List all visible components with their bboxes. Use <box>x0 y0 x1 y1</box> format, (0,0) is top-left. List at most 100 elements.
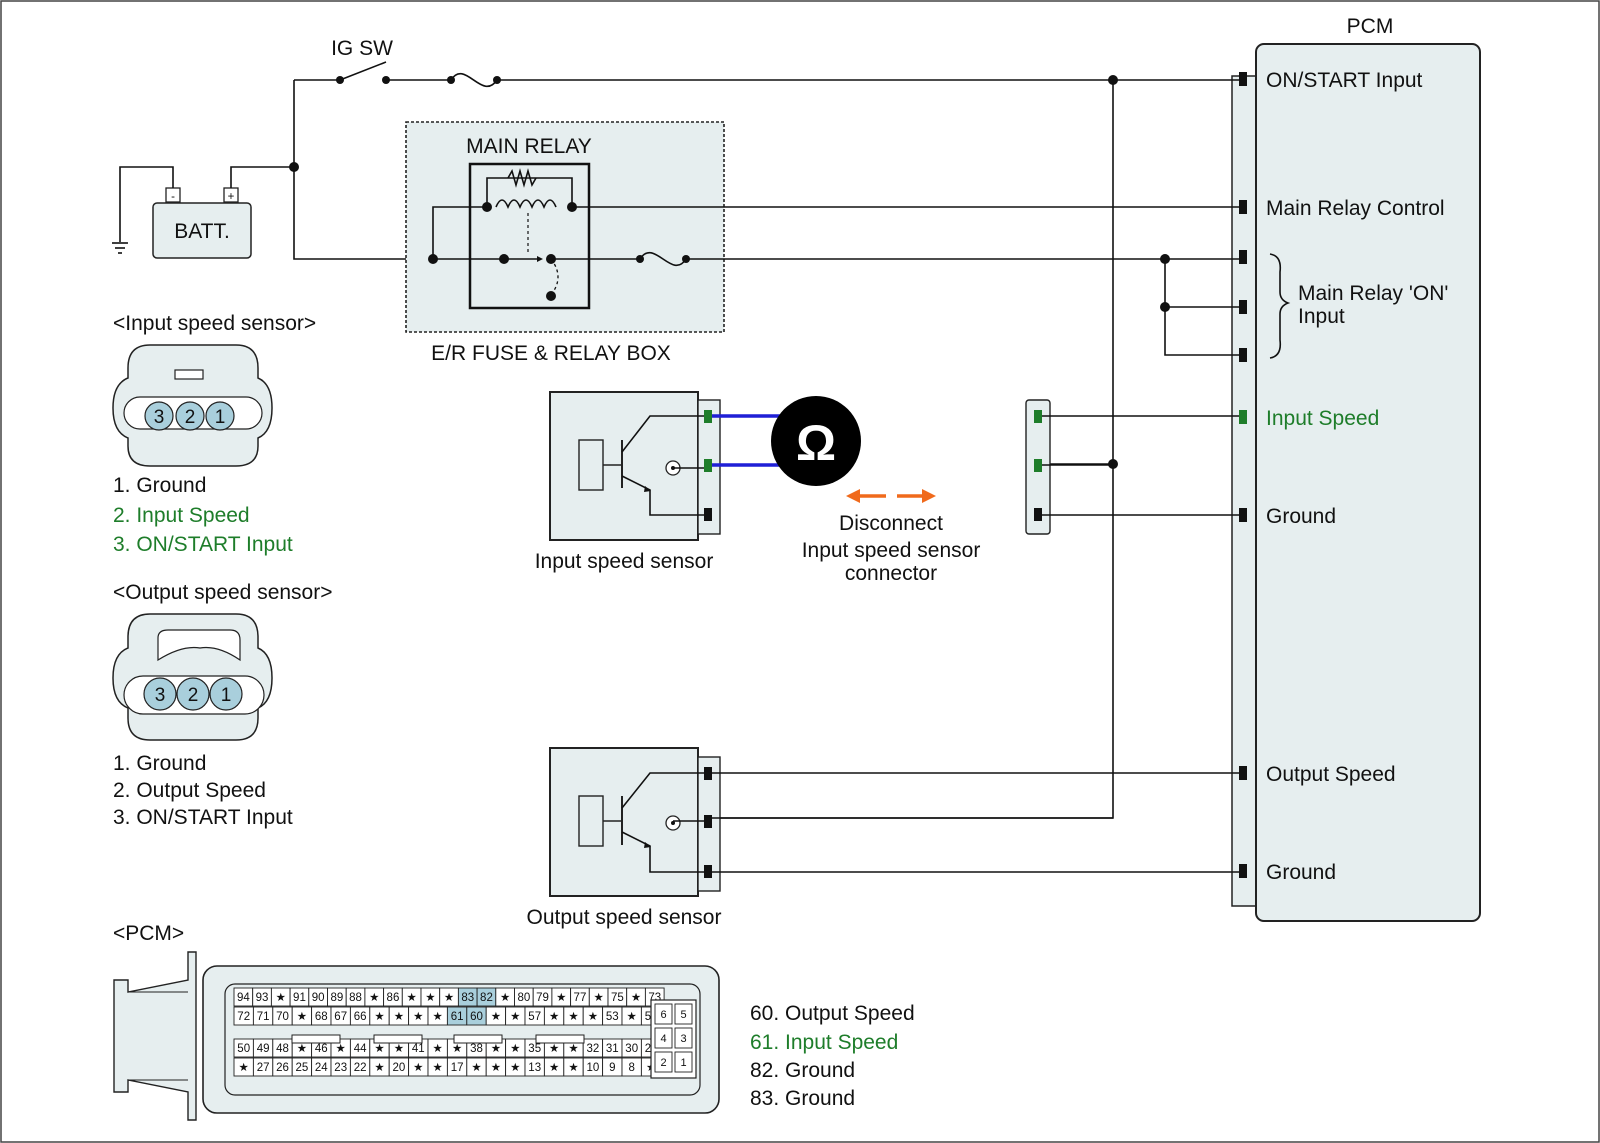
pcm-pin-number: ★ <box>510 1043 520 1055</box>
resistor-icon <box>507 168 537 188</box>
pcm-pin-number: 67 <box>334 1011 347 1023</box>
pcm-pin-number: 35 <box>528 1043 541 1055</box>
pcm-pin-number: ★ <box>297 1011 307 1023</box>
pcm-pin-number: ★ <box>406 992 416 1004</box>
input-sensor-label: Input speed sensor <box>535 550 714 573</box>
pcm-pin-number: ★ <box>510 1062 520 1074</box>
pcm-pin-number: ★ <box>394 1043 404 1055</box>
pcm-pin-on-start <box>1239 72 1247 86</box>
pcm-pin-number: 38 <box>470 1043 483 1055</box>
output-pin-3-desc: 3. ON/START Input <box>113 806 293 829</box>
relay-coil-icon <box>495 199 557 210</box>
output-pin-2-number: 2 <box>188 685 199 706</box>
pcm-pin-number: ★ <box>568 1043 578 1055</box>
ohm-symbol: Ω <box>796 415 836 471</box>
pcm-label-main-relay-control: Main Relay Control <box>1266 197 1445 220</box>
pcm-pin-number: 23 <box>334 1062 347 1074</box>
pcm-pin-number: 66 <box>354 1011 367 1023</box>
pcm-pin-number: 72 <box>237 1011 250 1023</box>
pcm-pin-number: ★ <box>394 1011 404 1023</box>
pcm-pin-number: 32 <box>587 1043 600 1055</box>
pcm-pin-number: 22 <box>354 1062 367 1074</box>
pcm-pin-number: 90 <box>312 992 325 1004</box>
pcm-pin-number: ★ <box>549 1011 559 1023</box>
power-circuit: BATT. - + IG SW <box>112 37 1239 819</box>
input-pin-2-desc: 2. Input Speed <box>113 504 250 527</box>
pcm-pin-number: ★ <box>374 1011 384 1023</box>
pcm-pin-input-speed <box>1239 410 1247 424</box>
output-sensor-pin-2 <box>704 815 712 828</box>
input-pin-3-number: 3 <box>154 407 165 428</box>
pcm-pin-number: 8 <box>628 1062 634 1074</box>
ig-switch-lever <box>339 61 387 81</box>
pcm-pin-main-relay-control <box>1239 200 1247 214</box>
pcm-pin-number: 83 <box>461 992 474 1004</box>
pcm-side-pin-number: 5 <box>680 1009 686 1021</box>
connector-latch <box>174 369 204 380</box>
pcm-pin-number: ★ <box>627 1011 637 1023</box>
pcm-pin-number: ★ <box>297 1043 307 1055</box>
pcm-label-main-relay-on-2: Input <box>1298 305 1345 328</box>
pcm-pin-number: ★ <box>631 992 641 1004</box>
ohmmeter: Ω <box>712 396 861 486</box>
pcm-side-pin-cell <box>674 1003 693 1025</box>
pcm-side-pin-cell <box>654 1003 673 1025</box>
pcm-side-pin-number: 4 <box>660 1033 666 1045</box>
pcm-pin-main-relay-on-2 <box>1239 300 1247 314</box>
pcm-pin-number: ★ <box>556 992 566 1004</box>
pcm-pin-number: 77 <box>574 992 587 1004</box>
pcm-label-main-relay-on-1: Main Relay 'ON' <box>1298 282 1448 305</box>
input-pin-3-circle <box>144 401 174 431</box>
pcm-side-pin-number: 6 <box>660 1009 666 1021</box>
connector-latch <box>157 629 241 662</box>
er-box-label: E/R FUSE & RELAY BOX <box>431 342 671 365</box>
pcm-pin-number: ★ <box>491 1062 501 1074</box>
pcm-pin-number: 46 <box>315 1043 328 1055</box>
pcm-pin-number: ★ <box>336 1043 346 1055</box>
output-pin-1-circle <box>209 677 243 711</box>
output-sensor-pin-3 <box>704 767 712 780</box>
main-relay-label: MAIN RELAY <box>466 135 592 158</box>
input-sensor-pin-3 <box>704 410 712 423</box>
pcm-pin-number: 71 <box>257 1011 270 1023</box>
pcm-pin-number: 75 <box>611 992 624 1004</box>
pcm-legend-4: 83. Ground <box>750 1087 855 1110</box>
pcm-pin-main-relay-on-1 <box>1239 250 1247 264</box>
output-speed-sensor: Output speed sensor <box>527 747 1239 929</box>
pcm-label-ground-2: Ground <box>1266 861 1336 884</box>
pcm-pin-number: 44 <box>354 1043 367 1055</box>
pcm-legend-2: 61. Input Speed <box>750 1031 898 1054</box>
pcm-pin-number: 48 <box>276 1043 289 1055</box>
pcm-pin-number: ★ <box>433 1011 443 1023</box>
pcm-pin-number: 26 <box>276 1062 289 1074</box>
pcm-label-on-start: ON/START Input <box>1266 69 1423 92</box>
battery-ground-wire <box>119 166 174 242</box>
input-sensor-pin-1 <box>704 508 712 521</box>
pcm-pin-number: 88 <box>349 992 362 1004</box>
fuse-2-icon <box>639 251 687 267</box>
pcm-pin-number: 10 <box>587 1062 600 1074</box>
pcm-pin-number: ★ <box>276 992 286 1004</box>
pcm-pin-number: 91 <box>293 992 306 1004</box>
pcm-pin-number: ★ <box>444 992 454 1004</box>
input-speed-sensor: Input speed sensor <box>535 391 721 573</box>
pcm-pin-number: 80 <box>517 992 530 1004</box>
output-sensor-label: Output speed sensor <box>527 906 722 929</box>
input-pin-1-number: 1 <box>215 407 226 428</box>
pcm-pin-number: 41 <box>412 1043 425 1055</box>
input-pin-2-circle <box>175 401 205 431</box>
input-sensor-section-title: <Input speed sensor> <box>113 312 316 335</box>
output-pin-1-desc: 1. Ground <box>113 752 206 775</box>
pcm-pin-number: 82 <box>480 992 493 1004</box>
input-pin-3-desc: 3. ON/START Input <box>113 533 293 556</box>
pcm-label-output-speed: Output Speed <box>1266 763 1396 786</box>
pcm-pin-main-relay-on-3 <box>1239 348 1247 362</box>
battery-positive-wire <box>230 166 294 188</box>
output-pin-2-desc: 2. Output Speed <box>113 779 266 802</box>
pcm-pin-number: ★ <box>491 1011 501 1023</box>
pcm-side-pin-number: 3 <box>680 1033 686 1045</box>
pcm-module: PCM ON/START Input Main Relay Control Ma… <box>1231 15 1481 922</box>
